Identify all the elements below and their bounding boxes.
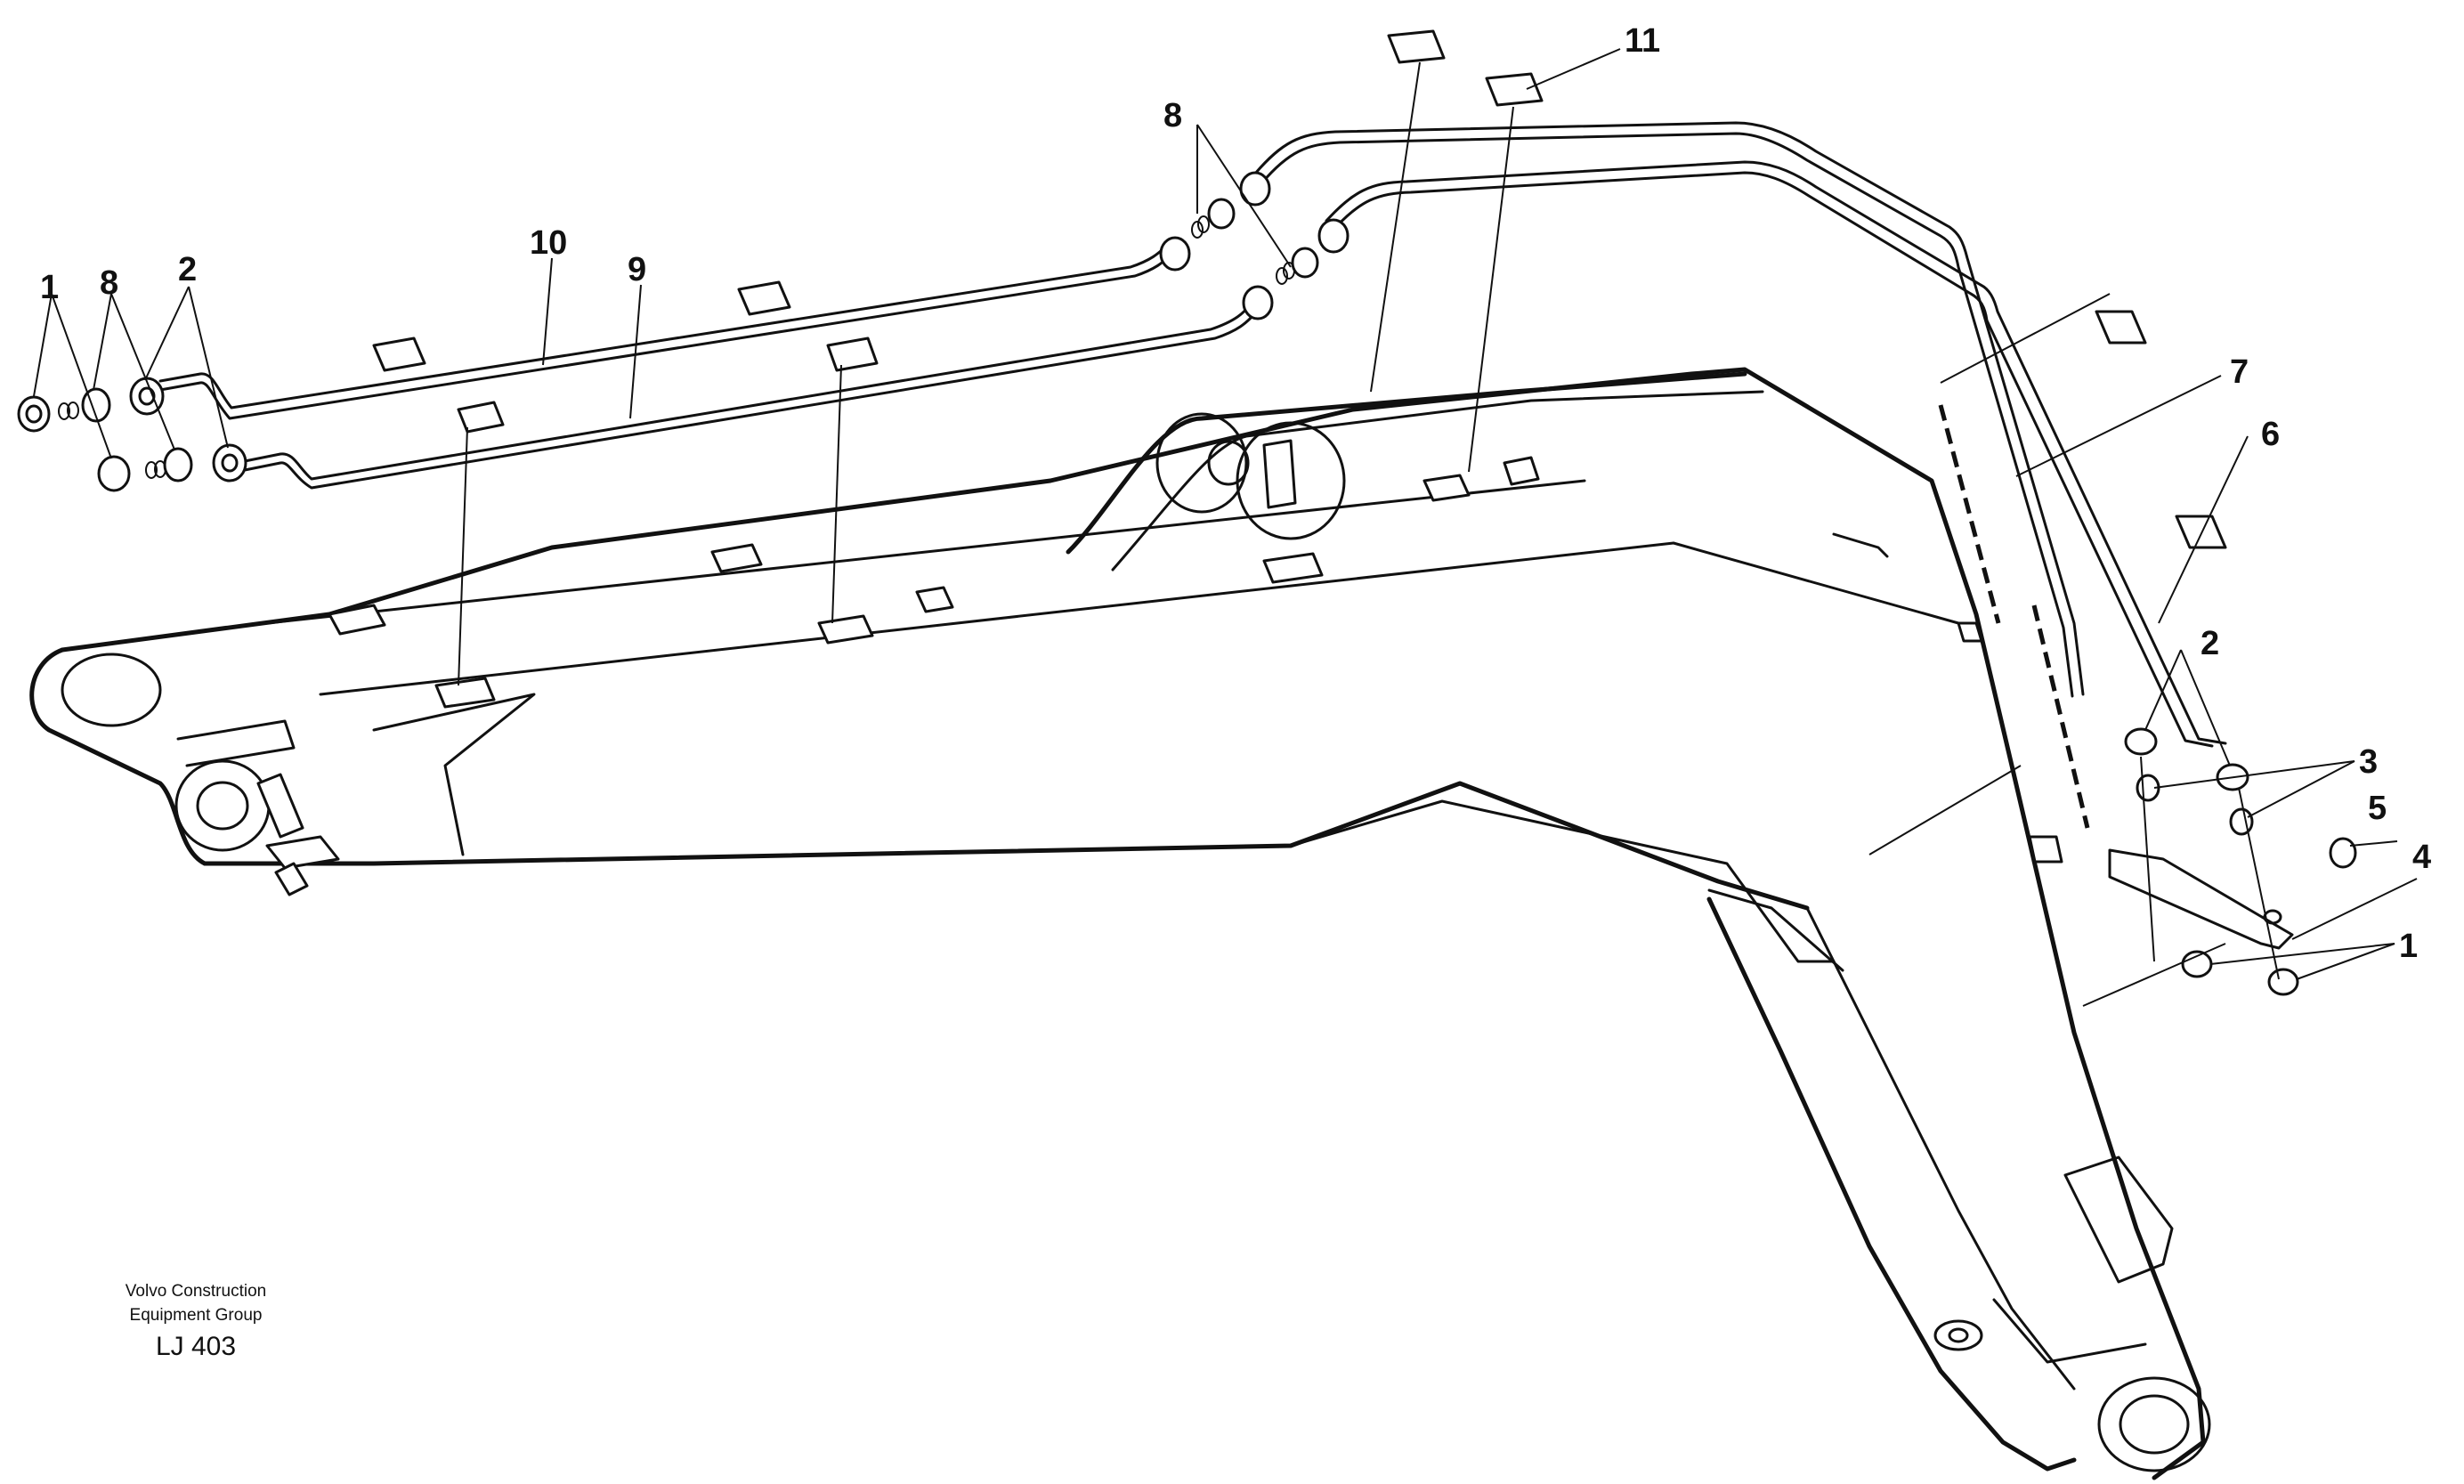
boom-body [29, 367, 2211, 1480]
top-fittings [1159, 171, 1350, 320]
callout-11: 11 [1625, 22, 1660, 60]
pipe-9 [243, 303, 1257, 490]
maker-name-line2: Equipment Group [129, 1306, 263, 1325]
callout-8-left: 8 [100, 264, 118, 302]
callout-6: 6 [2261, 416, 2280, 453]
callout-10: 10 [530, 224, 567, 262]
callout-2-right: 2 [2201, 625, 2219, 662]
clamp-brackets [256, 439, 2063, 896]
pipe-7 [1253, 121, 2085, 698]
callout-1-right: 1 [2399, 928, 2418, 965]
callout-9: 9 [628, 251, 646, 288]
dashed-connector-a [1938, 404, 2001, 624]
callout-8-top: 8 [1163, 97, 1182, 134]
pipe-6 [1325, 160, 2227, 748]
callout-3: 3 [2359, 743, 2378, 781]
callout-5: 5 [2368, 790, 2387, 827]
callout-1-left: 1 [40, 269, 59, 306]
right-fittings [2108, 727, 2357, 996]
dashed-connector-b [2031, 604, 2090, 829]
drawing-reference: LJ 403 [155, 1332, 237, 1361]
pipe-10 [158, 240, 1177, 420]
callout-7: 7 [2230, 353, 2249, 391]
callout-labels: 1 8 2 10 9 8 11 7 6 2 3 5 4 1 [40, 22, 2431, 965]
callout-4: 4 [2412, 839, 2431, 876]
left-fittings [17, 377, 247, 492]
maker-name-line1: Volvo Construction [125, 1282, 267, 1301]
callout-2-left: 2 [178, 251, 197, 288]
leader-lines [33, 48, 2418, 1007]
loose-clamps [372, 29, 2227, 549]
